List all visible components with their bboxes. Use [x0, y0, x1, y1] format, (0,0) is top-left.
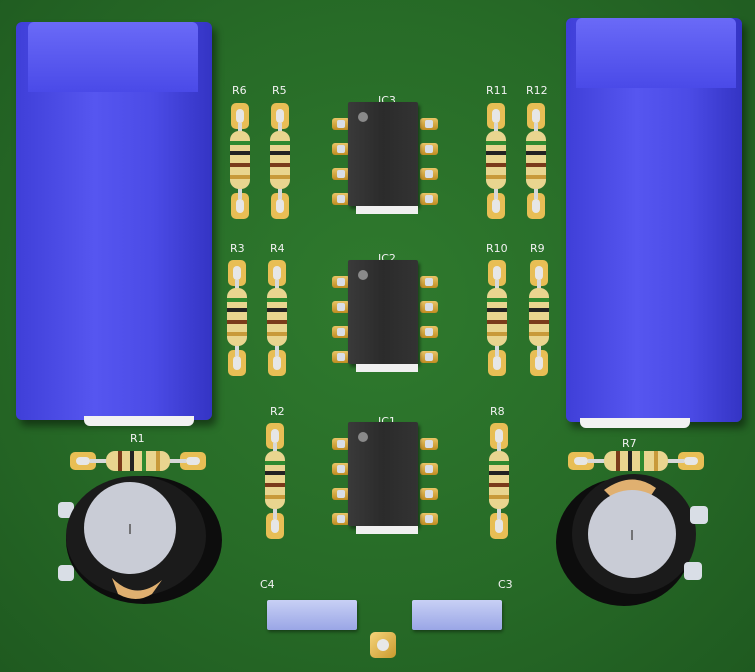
label-r5: R5 — [272, 84, 287, 97]
capacitor-c3[interactable] — [412, 600, 502, 630]
ic2-pin-right — [420, 276, 438, 288]
relay-left — [16, 22, 212, 420]
ic1-pin-right — [420, 513, 438, 525]
ic1-base — [356, 526, 418, 534]
relay-right-base — [580, 418, 690, 428]
resistor-r5[interactable] — [267, 103, 293, 219]
ic1-pin-left — [332, 463, 350, 475]
ic2-pin-right — [420, 326, 438, 338]
ic1-pin-right — [420, 463, 438, 475]
ic2-pin-left — [332, 326, 350, 338]
mount-pad — [370, 632, 396, 658]
ic2-pin-right — [420, 301, 438, 313]
label-r7: R7 — [622, 437, 637, 450]
potentiometer-right[interactable] — [552, 470, 732, 610]
potentiometer-left[interactable] — [52, 470, 232, 610]
label-r4: R4 — [270, 242, 285, 255]
capacitor-c4[interactable] — [267, 600, 357, 630]
ic1-pin-right — [420, 438, 438, 450]
resistor-r11[interactable] — [483, 103, 509, 219]
ic3-pin-right — [420, 193, 438, 205]
ic3-base — [356, 206, 418, 214]
ic2-pin-left — [332, 276, 350, 288]
resistor-r7[interactable] — [568, 448, 704, 474]
relay-right — [566, 18, 742, 422]
label-r2: R2 — [270, 405, 285, 418]
pin1-marker-icon — [358, 432, 368, 442]
ic3-pin-left — [332, 118, 350, 130]
label-r6: R6 — [232, 84, 247, 97]
resistor-r6[interactable] — [227, 103, 253, 219]
resistor-r10[interactable] — [484, 260, 510, 376]
resistor-r2[interactable] — [262, 423, 288, 539]
ic1-chip[interactable] — [348, 422, 418, 526]
label-c4: C4 — [260, 578, 275, 591]
pin1-marker-icon — [358, 270, 368, 280]
ic1-pin-left — [332, 488, 350, 500]
ic3-pin-right — [420, 118, 438, 130]
ic3-pin-left — [332, 143, 350, 155]
ic2-pin-left — [332, 301, 350, 313]
resistor-r12[interactable] — [523, 103, 549, 219]
resistor-r3[interactable] — [224, 260, 250, 376]
ic3-pin-right — [420, 143, 438, 155]
ic2-chip[interactable] — [348, 260, 418, 364]
label-r8: R8 — [490, 405, 505, 418]
relay-left-base — [84, 416, 194, 426]
label-r1: R1 — [130, 432, 145, 445]
label-r9: R9 — [530, 242, 545, 255]
ic1-pin-left — [332, 438, 350, 450]
ic2-base — [356, 364, 418, 372]
ic3-chip[interactable] — [348, 102, 418, 206]
ic2-pin-right — [420, 351, 438, 363]
resistor-r9[interactable] — [526, 260, 552, 376]
ic3-pin-left — [332, 168, 350, 180]
resistor-r1[interactable] — [70, 448, 206, 474]
pin1-marker-icon — [358, 112, 368, 122]
label-r3: R3 — [230, 242, 245, 255]
label-c3: C3 — [498, 578, 513, 591]
ic3-pin-right — [420, 168, 438, 180]
ic3-pin-left — [332, 193, 350, 205]
label-r11: R11 — [486, 84, 508, 97]
ic1-pin-left — [332, 513, 350, 525]
resistor-r8[interactable] — [486, 423, 512, 539]
label-r12: R12 — [526, 84, 548, 97]
label-r10: R10 — [486, 242, 508, 255]
ic2-pin-left — [332, 351, 350, 363]
ic1-pin-right — [420, 488, 438, 500]
resistor-r4[interactable] — [264, 260, 290, 376]
